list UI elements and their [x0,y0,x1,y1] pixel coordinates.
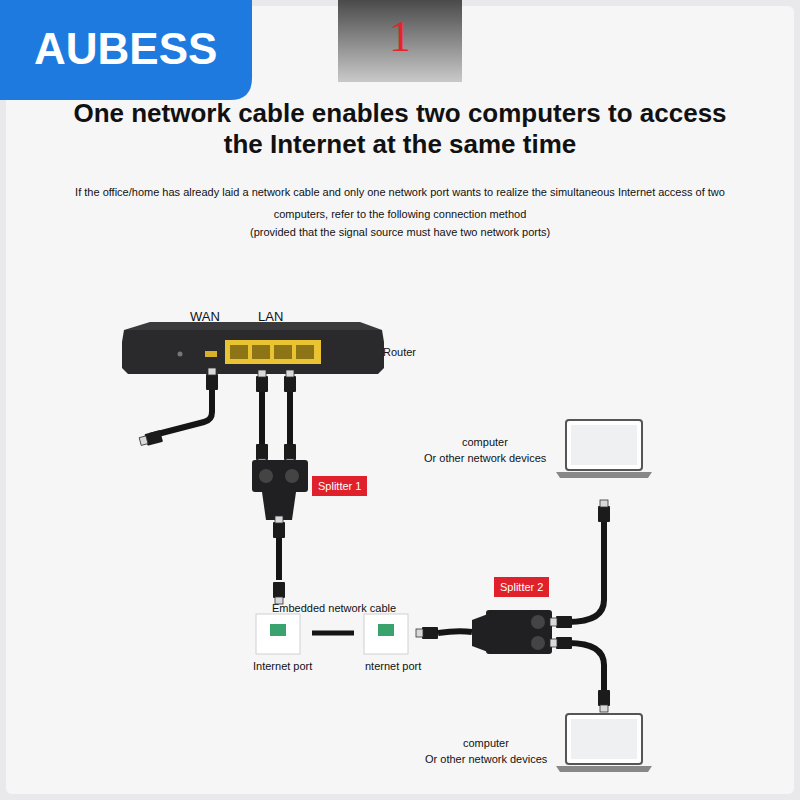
port-label: nternet port [365,659,421,674]
splitter-2 [472,610,552,654]
device-label: computer [463,736,509,751]
title: One network cable enables two computers … [70,98,730,160]
router [122,322,384,374]
splitter-label-box: Splitter 1 [312,476,367,496]
laptop-bottom [556,714,652,772]
port-label: Internet port [253,659,312,674]
port-name: LAN [258,309,283,324]
wan-cable [139,368,218,447]
computer-cables [550,500,610,712]
brand-name-box: AUBESS [30,24,221,74]
cable-label: Embedded network cable [272,601,396,616]
port-name: WAN [190,309,220,324]
device-label: computer [462,435,508,450]
lan-cables [256,370,296,466]
port-cable [416,627,472,639]
page-number: 1 [389,12,411,62]
brand-banner [0,0,252,100]
brand-name: AUBESS [34,24,217,74]
number-tab [338,0,462,82]
device-label: Or other network devices [424,451,546,466]
riser-cable [273,516,285,604]
splitter-1 [252,460,308,520]
device-label: Or other network devices [425,752,547,767]
splitter-label: Splitter 2 [500,580,543,594]
splitter-label: Splitter 1 [318,479,361,493]
wall-ports [256,614,408,654]
laptop-top [556,420,652,478]
splitter-label-box: Splitter 2 [494,577,549,597]
intro-note: (provided that the signal source must ha… [250,225,550,240]
page-number-box: 1 [383,12,417,62]
device-name: Router [383,345,416,360]
intro-text: If the office/home has already laid a ne… [50,181,750,225]
